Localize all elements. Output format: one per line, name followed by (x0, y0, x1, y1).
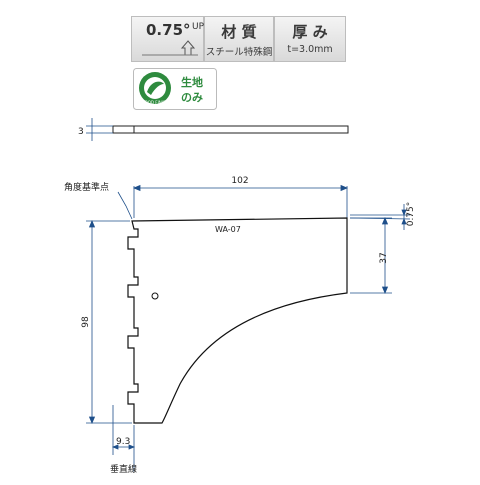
finish-badge: GOOD FINISH 生地 のみ (133, 68, 217, 110)
thickness-spec-badge: 厚 み t=3.0mm (274, 16, 346, 62)
right-height-dimension: 37 (379, 252, 389, 263)
bracket-outline (127, 217, 348, 424)
offset-dimension: 9.3 (116, 437, 130, 447)
material-title: 材 質 (221, 23, 257, 41)
reference-leader (117, 191, 133, 220)
angle-dimension: 0.75° (406, 202, 416, 227)
thickness-title: 厚 み (292, 23, 328, 41)
material-detail: スチール特殊鋼 (205, 47, 273, 58)
model-number: WA-07 (215, 225, 241, 234)
finish-ring-text: GOOD FINISH (142, 100, 169, 105)
angle-spec-badge: 0.75° UP (131, 16, 204, 62)
material-spec-badge: 材 質 スチール特殊鋼 (204, 16, 274, 62)
reference-point-label: 角度基準点 (64, 181, 109, 193)
thickness-detail: t=3.0mm (287, 44, 333, 55)
finish-text-top: 生地 (181, 75, 203, 89)
width-dimension: 102 (231, 176, 248, 186)
left-height-dimension: 98 (81, 316, 91, 328)
thickness-dimension: 3 (78, 127, 84, 137)
top-view-plate (86, 118, 349, 141)
angle-value: 0.75° (146, 21, 191, 39)
up-arrow-icon (142, 40, 198, 56)
finish-text-bottom: のみ (181, 91, 203, 104)
angle-up-label: UP (192, 22, 205, 32)
width-dimension-line (132, 184, 349, 218)
left-height-dimension-line (86, 219, 132, 425)
mounting-hole (151, 292, 159, 300)
offset-dimension-line (111, 405, 136, 472)
angle-dimension-line (349, 204, 411, 230)
vertical-line-label: 垂直線 (110, 463, 137, 475)
